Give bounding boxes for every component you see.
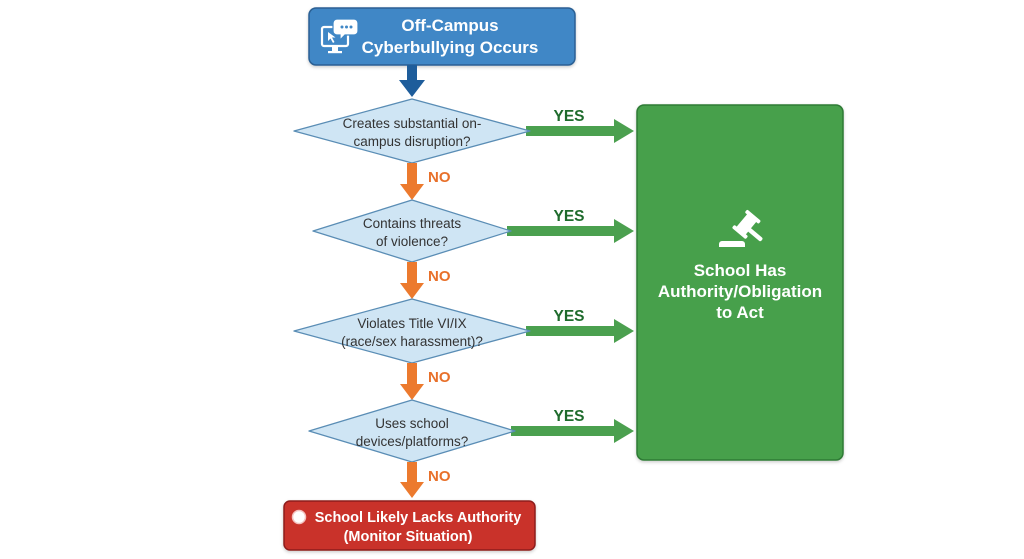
- decision-diamond: [308, 399, 516, 463]
- yes-arrow-head: [614, 319, 634, 343]
- circle-icon: [291, 509, 307, 525]
- no-arrow-head: [400, 482, 424, 498]
- yes-arrow-shaft: [507, 226, 616, 236]
- decision-disruption: Creates substantial on-campus disruption…: [293, 98, 634, 200]
- no-arrow-head: [400, 384, 424, 400]
- outcome-no-line-2: (Monitor Situation): [344, 529, 473, 545]
- outcome-no-line-1: School Likely Lacks Authority: [315, 510, 522, 526]
- decision-diamond: [293, 298, 531, 364]
- decisions: Creates substantial on-campus disruption…: [293, 98, 634, 498]
- decision-title-vi-ix: Violates Title VI/IX (race/sex harassment…: [293, 298, 634, 400]
- decision-text-line-1: Violates Title VI/IX: [357, 316, 466, 331]
- no-arrow-shaft: [407, 363, 417, 385]
- computer-chat-icon: [320, 18, 359, 54]
- no-arrow-shaft: [407, 462, 417, 483]
- outcome-yes-line-3: to Act: [716, 303, 764, 322]
- decision-threats: Contains threats of violence? YES NO: [312, 199, 634, 299]
- start-box: [308, 7, 576, 66]
- yes-label: YES: [553, 208, 584, 225]
- start-node: Off-Campus Cyberbullying Occurs: [308, 7, 576, 66]
- start-title-line-2: Cyberbullying Occurs: [362, 38, 539, 57]
- outcome-yes-node: School Has Authority/Obligation to Act: [636, 104, 844, 461]
- gavel-base: [719, 241, 745, 247]
- outcome-no-box: [283, 500, 536, 551]
- no-arrow-shaft: [407, 262, 417, 284]
- yes-arrow-head: [614, 419, 634, 443]
- no-arrow-head: [400, 283, 424, 299]
- decision-text-line-1: Uses school: [375, 416, 449, 431]
- yes-arrow-shaft: [511, 426, 616, 436]
- yes-arrow-shaft: [526, 326, 616, 336]
- yes-label: YES: [553, 108, 584, 125]
- decision-text-line-2: (race/sex harassment)?: [341, 334, 483, 349]
- yes-arrow-head: [614, 119, 634, 143]
- decision-diamond: [312, 199, 512, 263]
- outcome-yes-line-1: School Has: [694, 261, 787, 280]
- yes-arrow-head: [614, 219, 634, 243]
- start-arrow: [399, 65, 425, 97]
- no-arrow-shaft: [407, 163, 417, 185]
- start-title-line-1: Off-Campus: [401, 16, 498, 35]
- decision-school-devices: Uses school devices/platforms? YES NO: [308, 399, 634, 498]
- no-label: NO: [428, 468, 451, 485]
- outcome-yes-line-2: Authority/Obligation: [658, 282, 822, 301]
- outcome-yes-box: [636, 104, 844, 461]
- gavel-icon: [732, 209, 763, 242]
- no-arrow-head: [400, 184, 424, 200]
- outcome-no-node: School Likely Lacks Authority (Monitor S…: [283, 500, 536, 551]
- decision-text-line-2: devices/platforms?: [356, 434, 469, 449]
- no-label: NO: [428, 169, 451, 186]
- decision-diamond: [293, 98, 531, 164]
- no-label: NO: [428, 369, 451, 386]
- decision-text-line-2: of violence?: [376, 234, 448, 249]
- decision-text-line-2: campus disruption?: [353, 134, 470, 149]
- decision-text-line-1: Creates substantial on-: [343, 116, 482, 131]
- yes-label: YES: [553, 408, 584, 425]
- no-label: NO: [428, 268, 451, 285]
- decision-text-line-1: Contains threats: [363, 216, 462, 231]
- yes-label: YES: [553, 308, 584, 325]
- yes-arrow-shaft: [526, 126, 616, 136]
